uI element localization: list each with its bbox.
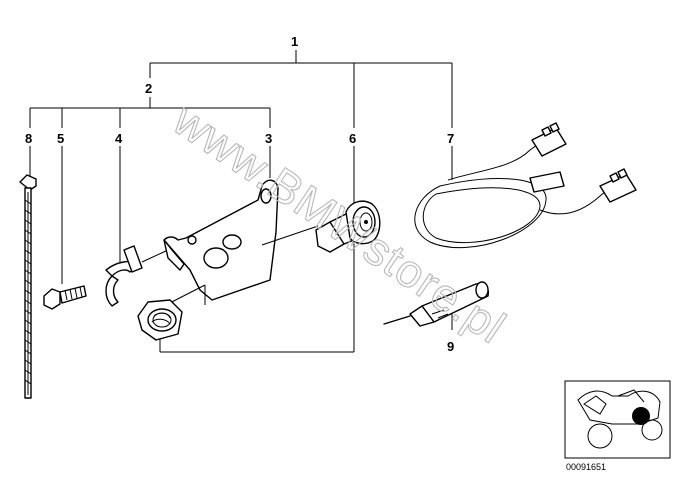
leader-lines: [29, 50, 453, 353]
callout-5: 5: [57, 131, 64, 146]
callout-9: 9: [447, 339, 454, 354]
callout-labels: 1 2 3 4 5 6 7 8 9: [25, 34, 454, 354]
callout-2: 2: [145, 81, 152, 96]
bracket-part: [159, 179, 319, 309]
callout-3: 3: [265, 131, 272, 146]
callout-4: 4: [115, 131, 123, 146]
callout-1: 1: [291, 34, 298, 49]
cable-harness-part: [414, 122, 637, 249]
clamp-part: [105, 245, 169, 307]
probe-part: [383, 281, 490, 327]
callout-6: 6: [349, 131, 356, 146]
callout-7: 7: [447, 131, 454, 146]
nut-part: [137, 299, 183, 341]
diagram-code: 00091651: [566, 462, 606, 472]
cable-tie-part: [19, 174, 37, 399]
socket-part: [315, 200, 381, 253]
location-marker: [632, 407, 650, 425]
motorcycle-icon: [577, 389, 663, 449]
bolt-part: [43, 285, 87, 310]
locator-thumbnail: 00091651: [564, 380, 671, 472]
callout-8: 8: [25, 131, 32, 146]
